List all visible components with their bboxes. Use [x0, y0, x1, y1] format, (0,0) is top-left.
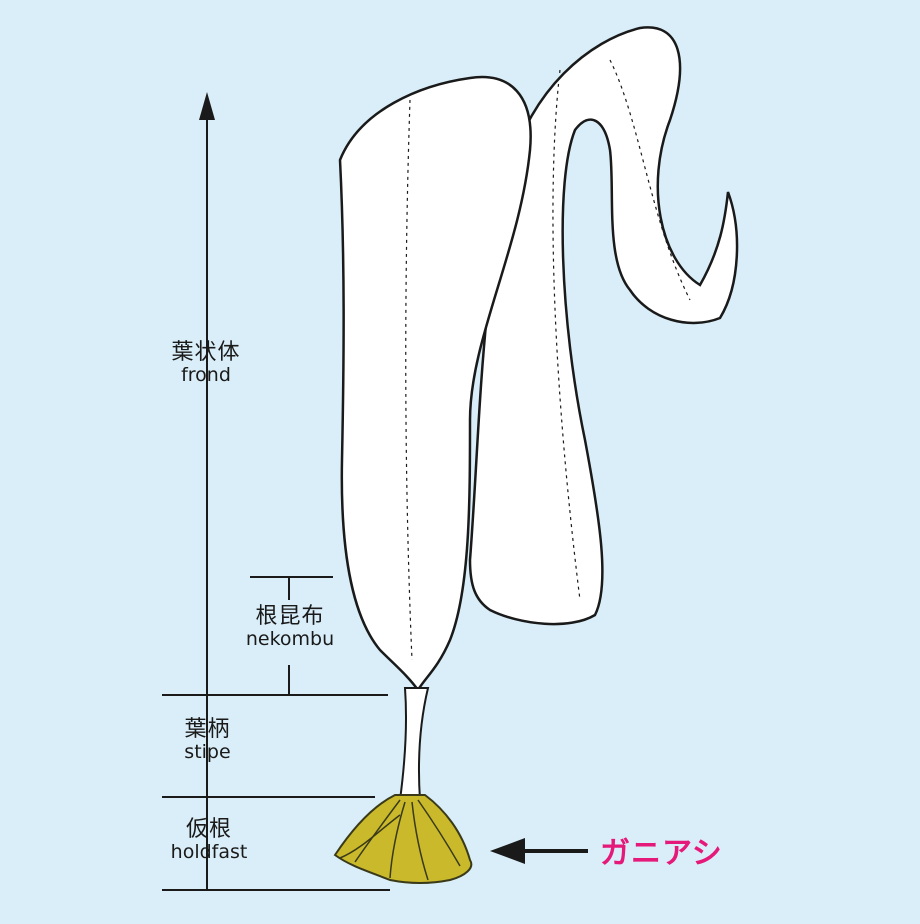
- stipe-label-en: stipe: [184, 741, 231, 764]
- frond-label-jp: 葉状体: [171, 340, 241, 365]
- nekombu-label-en: nekombu: [245, 628, 335, 651]
- nekombu-label: 根昆布 nekombu: [240, 604, 340, 651]
- holdfast-label-jp: 仮根: [185, 817, 232, 842]
- left-arrow-icon: [490, 838, 588, 864]
- stipe: [398, 687, 430, 801]
- stipe-label: 葉柄 stipe: [165, 717, 250, 764]
- stipe-label-jp: 葉柄: [184, 717, 231, 742]
- back-midrib: [552, 69, 581, 601]
- frond-front-blade: [338, 75, 532, 693]
- holdfast: [333, 794, 473, 884]
- frond-label-en: frond: [181, 364, 231, 387]
- nekombu-label-jp: 根昆布: [255, 604, 325, 629]
- gania-callout-label: ガニアシ: [600, 836, 723, 871]
- frond-midrib: [405, 99, 413, 661]
- holdfast-label-en: holdfast: [170, 841, 248, 864]
- holdfast-roots: [339, 799, 461, 881]
- frond-label: 葉状体 frond: [160, 340, 252, 387]
- up-arrow-icon: [199, 92, 215, 120]
- loop-midrib: [609, 59, 691, 301]
- frond-back-loop: [468, 26, 739, 626]
- measurement-scale: [162, 110, 390, 891]
- holdfast-label: 仮根 holdfast: [160, 817, 258, 864]
